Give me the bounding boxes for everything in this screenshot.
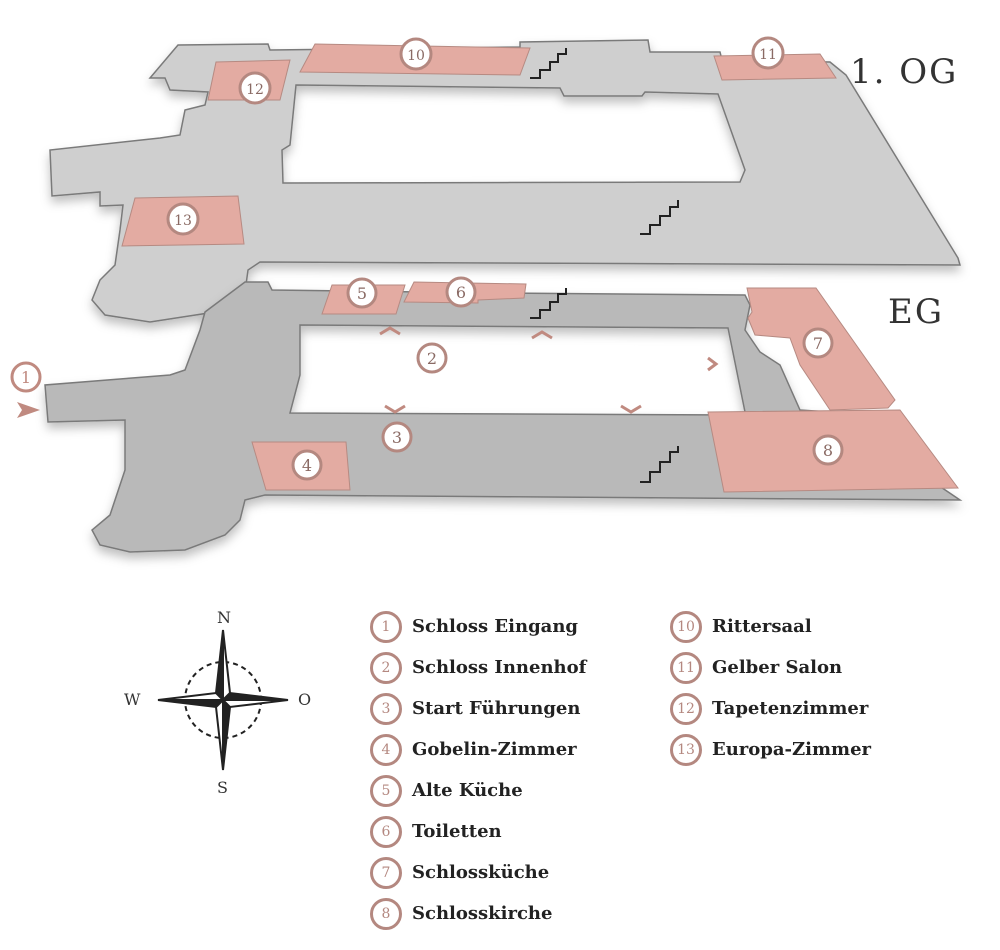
legend-label: Toiletten <box>412 821 502 842</box>
legend-label: Schlossküche <box>412 862 550 883</box>
entrance-arrow-icon <box>17 402 40 418</box>
marker-10[interactable]: 10 <box>399 37 433 71</box>
legend-label: Gobelin-Zimmer <box>412 739 577 760</box>
ground-floor <box>17 281 963 553</box>
legend-label: Gelber Salon <box>712 657 843 678</box>
legend-label: Schloss Innenhof <box>412 657 587 678</box>
marker-1[interactable]: 1 <box>10 361 42 393</box>
legend-label: Schlosskirche <box>412 903 553 924</box>
svg-text:2: 2 <box>427 349 437 368</box>
legend-item: 2 Schloss Innenhof <box>370 647 586 688</box>
marker-2[interactable]: 2 <box>416 342 448 374</box>
marker-13[interactable]: 13 <box>166 202 200 236</box>
svg-text:7: 7 <box>813 334 823 353</box>
stairs-icon <box>640 200 679 235</box>
svg-text:11: 11 <box>759 47 777 63</box>
compass: N S W O <box>124 608 320 800</box>
marker-12[interactable]: 12 <box>238 71 272 105</box>
compass-rose-icon <box>157 629 289 771</box>
marker-8[interactable]: 8 <box>812 434 844 466</box>
svg-text:12: 12 <box>246 82 264 98</box>
legend-item: 13 Europa-Zimmer <box>670 729 871 770</box>
legend-column-1: 1 Schloss Eingang 2 Schloss Innenhof 3 S… <box>370 606 586 934</box>
svg-text:10: 10 <box>407 48 425 64</box>
legend-number: 12 <box>670 692 702 725</box>
legend-number: 2 <box>370 651 402 684</box>
marker-3[interactable]: 3 <box>381 421 413 453</box>
svg-text:3: 3 <box>392 428 402 447</box>
chevron-down-icon <box>620 404 642 414</box>
legend-item: 1 Schloss Eingang <box>370 606 586 647</box>
compass-south: S <box>217 778 228 797</box>
chevron-up-icon <box>379 326 401 336</box>
marker-5[interactable]: 5 <box>346 277 378 309</box>
compass-north: N <box>217 608 231 627</box>
upper-floor-shape <box>49 39 961 323</box>
legend-item: 6 Toiletten <box>370 811 586 852</box>
legend-number: 8 <box>370 897 402 930</box>
svg-text:5: 5 <box>357 284 367 303</box>
legend-label: Rittersaal <box>712 616 812 637</box>
legend-number: 3 <box>370 692 402 725</box>
legend-number: 5 <box>370 774 402 807</box>
legend-item: 3 Start Führungen <box>370 688 586 729</box>
compass-east: O <box>298 690 312 709</box>
legend-number: 6 <box>370 815 402 848</box>
stairs-icon <box>530 288 567 319</box>
marker-11[interactable]: 11 <box>751 36 785 70</box>
marker-4[interactable]: 4 <box>291 449 323 481</box>
stairs-icon <box>530 48 567 79</box>
compass-west: W <box>124 690 141 709</box>
legend-label: Alte Küche <box>412 780 523 801</box>
markers: 1 2 3 4 5 6 7 8 <box>10 36 844 481</box>
legend-item: 4 Gobelin-Zimmer <box>370 729 586 770</box>
floor-label-upper: 1. OG <box>850 52 959 92</box>
legend-column-2: 10 Rittersaal 11 Gelber Salon 12 Tapeten… <box>670 606 871 770</box>
legend-label: Tapetenzimmer <box>712 698 869 719</box>
svg-text:1: 1 <box>21 368 31 387</box>
chevron-right-icon <box>707 356 719 372</box>
legend-label: Europa-Zimmer <box>712 739 872 760</box>
svg-text:13: 13 <box>174 213 192 229</box>
legend-number: 4 <box>370 733 402 766</box>
legend-number: 7 <box>370 856 402 889</box>
legend-number: 11 <box>670 651 702 684</box>
legend-number: 1 <box>370 610 402 643</box>
floor-label-ground: EG <box>888 292 944 332</box>
legend-label: Start Führungen <box>412 698 581 719</box>
legend-item: 12 Tapetenzimmer <box>670 688 871 729</box>
legend-number: 13 <box>670 733 702 766</box>
upper-floor <box>49 39 961 323</box>
legend-item: 8 Schlosskirche <box>370 893 586 934</box>
stairs-icon <box>640 446 679 483</box>
legend-item: 11 Gelber Salon <box>670 647 871 688</box>
marker-7[interactable]: 7 <box>802 327 834 359</box>
legend-label: Schloss Eingang <box>412 616 578 637</box>
castle-floor-plan: 1 2 3 4 5 6 7 8 <box>10 36 963 553</box>
legend-number: 10 <box>670 610 702 643</box>
legend-item: 10 Rittersaal <box>670 606 871 647</box>
marker-6[interactable]: 6 <box>445 276 477 308</box>
svg-text:8: 8 <box>823 441 833 460</box>
svg-text:4: 4 <box>302 456 312 475</box>
chevron-up-icon <box>531 330 553 340</box>
svg-text:6: 6 <box>456 283 466 302</box>
legend-item: 7 Schlossküche <box>370 852 586 893</box>
legend-item: 5 Alte Küche <box>370 770 586 811</box>
chevron-down-icon <box>384 404 406 414</box>
